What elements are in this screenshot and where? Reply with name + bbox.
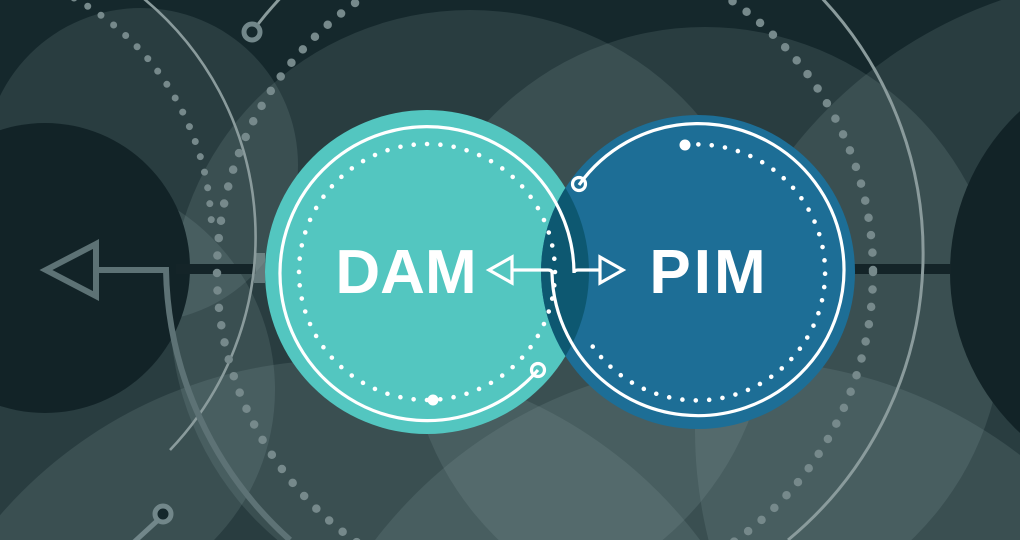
gray-arrow-shaft [96, 267, 293, 540]
pim-ring-arc [512, 122, 846, 418]
pim-ring-node-icon [570, 175, 588, 193]
dam-label: DAM [335, 238, 476, 307]
pim-label: PIM [649, 238, 768, 307]
bottom-left-node-stem [132, 519, 159, 540]
giant-gray-ring-arc [250, 0, 925, 540]
arrow-right-icon [598, 254, 627, 286]
dam-ring-arc [278, 125, 600, 423]
dam-circle [265, 110, 589, 434]
dam-dotted-ring-end-dot [427, 394, 439, 406]
dam-dotted-ring [296, 141, 558, 403]
top-left-node-icon [241, 21, 263, 43]
bottom-left-node-icon [152, 503, 174, 525]
pim-circle [541, 115, 855, 429]
gray-dotted-ring [212, 0, 878, 540]
left-bar-end-tab [254, 253, 265, 283]
ring-decoration [278, 122, 846, 423]
dam-ring-node-icon [529, 361, 547, 379]
right-dark-circle [950, 111, 1020, 433]
arrow-left-icon [485, 254, 514, 286]
right-dark-bar [851, 264, 951, 274]
pim-dotted-ring-start-dot [679, 139, 691, 151]
top-left-dotted-arc [71, 0, 216, 236]
donut-edge-arc [143, 0, 257, 451]
arrow-left-icon [39, 239, 99, 301]
